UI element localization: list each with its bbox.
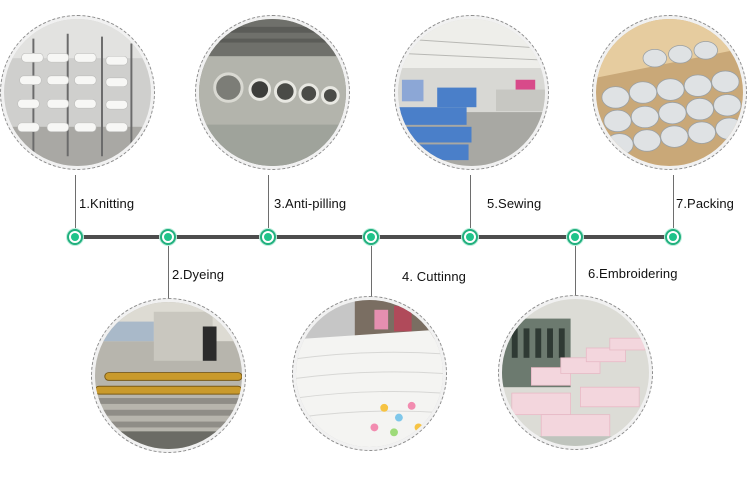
knitting-photo [0,15,155,170]
connector-cutting [371,238,372,298]
node-packing [665,229,681,245]
step-label-anti-pilling: 3.Anti-pilling [274,196,347,211]
connector-knitting [75,175,76,235]
node-embroidering [567,229,583,245]
step-label-dyeing: 2.Dyeing [172,267,225,282]
dyeing-photo [91,298,246,453]
cutting-photo [292,296,447,451]
packing-photo [592,15,747,170]
step-label-sewing: 5.Sewing [487,196,542,211]
connector-packing [673,175,674,235]
connector-anti-pilling [268,175,269,235]
node-sewing [462,229,478,245]
node-cutting [363,229,379,245]
anti-pilling-photo [195,15,350,170]
connector-embroidering [575,238,576,298]
step-label-packing: 7.Packing [676,196,734,211]
step-label-knitting: 1.Knitting [79,196,135,211]
step-label-embroidering: 6.Embroidering [588,266,678,281]
sewing-photo [394,15,549,170]
node-anti-pilling [260,229,276,245]
step-label-cutting: 4. Cuttinng [402,269,466,284]
node-dyeing [160,229,176,245]
connector-sewing [470,175,471,235]
node-knitting [67,229,83,245]
embroidering-photo [498,295,653,450]
connector-dyeing [168,238,169,298]
